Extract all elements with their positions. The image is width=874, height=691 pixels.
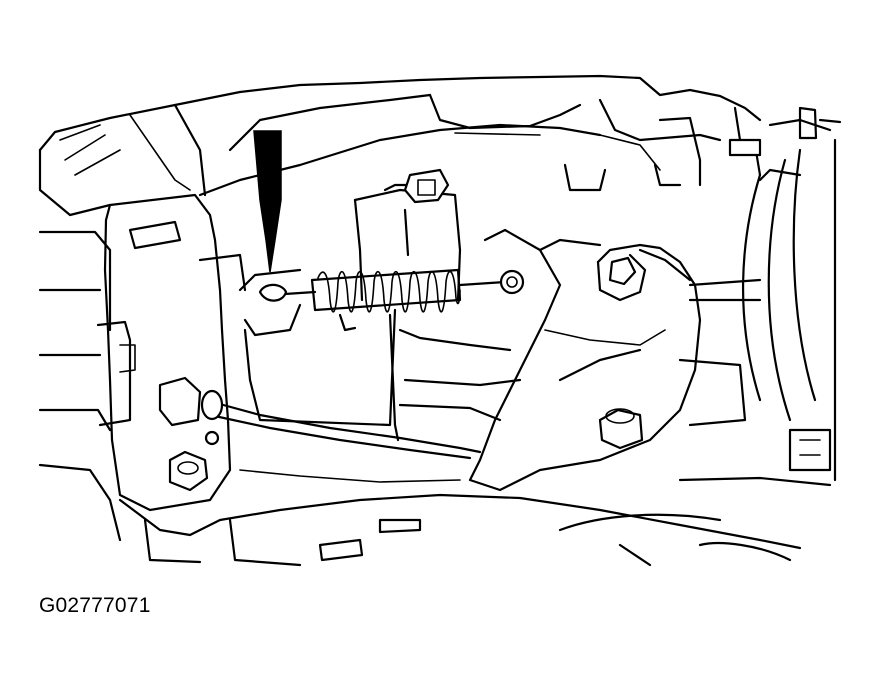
- pivot-lever: [468, 228, 702, 492]
- linkage-rod: [158, 376, 482, 492]
- arrow-down-icon: [253, 130, 282, 273]
- upper-casting: [198, 93, 842, 197]
- actuator-block: [238, 168, 522, 442]
- figure-id-label: G02777071: [39, 594, 151, 617]
- right-housing: [678, 138, 837, 482]
- base-plate: [118, 469, 832, 567]
- housing-outline: [38, 74, 762, 542]
- mounting-bracket: [96, 193, 247, 512]
- tension-spring: [243, 268, 525, 337]
